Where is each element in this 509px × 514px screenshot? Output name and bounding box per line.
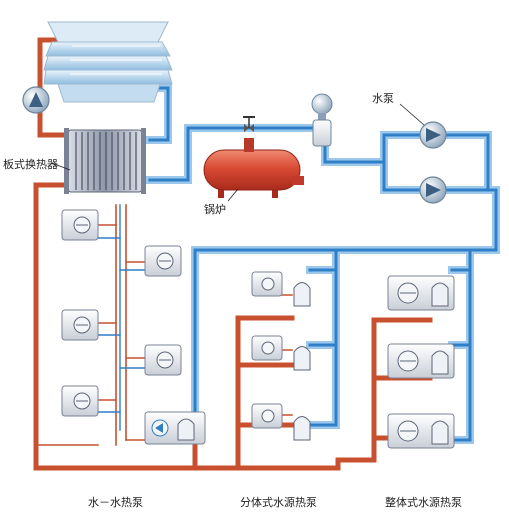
- heat-pump-unit-icon: [387, 275, 455, 311]
- cooling-tower-icon: [43, 21, 173, 103]
- heat-pump-unit-icon: [251, 403, 311, 441]
- plate-heat-exchanger-icon: [64, 128, 146, 194]
- boiler-icon: [203, 138, 304, 198]
- split-water-source-heat-pump-label: 分体式水源热泵: [240, 496, 317, 509]
- heat-pump-unit-icon: [387, 413, 455, 449]
- heat-pump-unit-icon: [144, 411, 206, 445]
- boiler-leader: [227, 188, 239, 202]
- heat-exchanger-leader: [51, 162, 71, 171]
- water-water-heat-pump-label: 水－水热泵: [88, 496, 143, 509]
- heat-pump-unit-icon: [144, 245, 182, 277]
- pump-leader: [399, 103, 425, 126]
- valve-icon: [243, 116, 255, 132]
- expansion-tank-icon: [311, 93, 333, 147]
- heat-pump-unit-icon: [61, 309, 99, 341]
- plate-heat-exchanger-label: 板式换热器: [3, 158, 58, 171]
- cold-water-pipes: [97, 84, 500, 444]
- boiler-label: 锅炉: [204, 203, 226, 216]
- heat-pump-unit-icon: [251, 335, 311, 371]
- heat-pump-unit-icon: [61, 209, 99, 241]
- heat-pump-unit-icon: [251, 271, 311, 307]
- pump-icon: [419, 176, 447, 204]
- heat-pump-unit-icon: [144, 344, 182, 376]
- water-pump-label: 水泵: [372, 92, 394, 105]
- pump-icon: [22, 86, 50, 114]
- pump-icon: [419, 121, 447, 149]
- heat-pump-unit-icon: [61, 385, 99, 417]
- heat-pump-unit-icon: [387, 343, 455, 379]
- packaged-water-source-heat-pump-label: 整体式水源热泵: [385, 496, 462, 509]
